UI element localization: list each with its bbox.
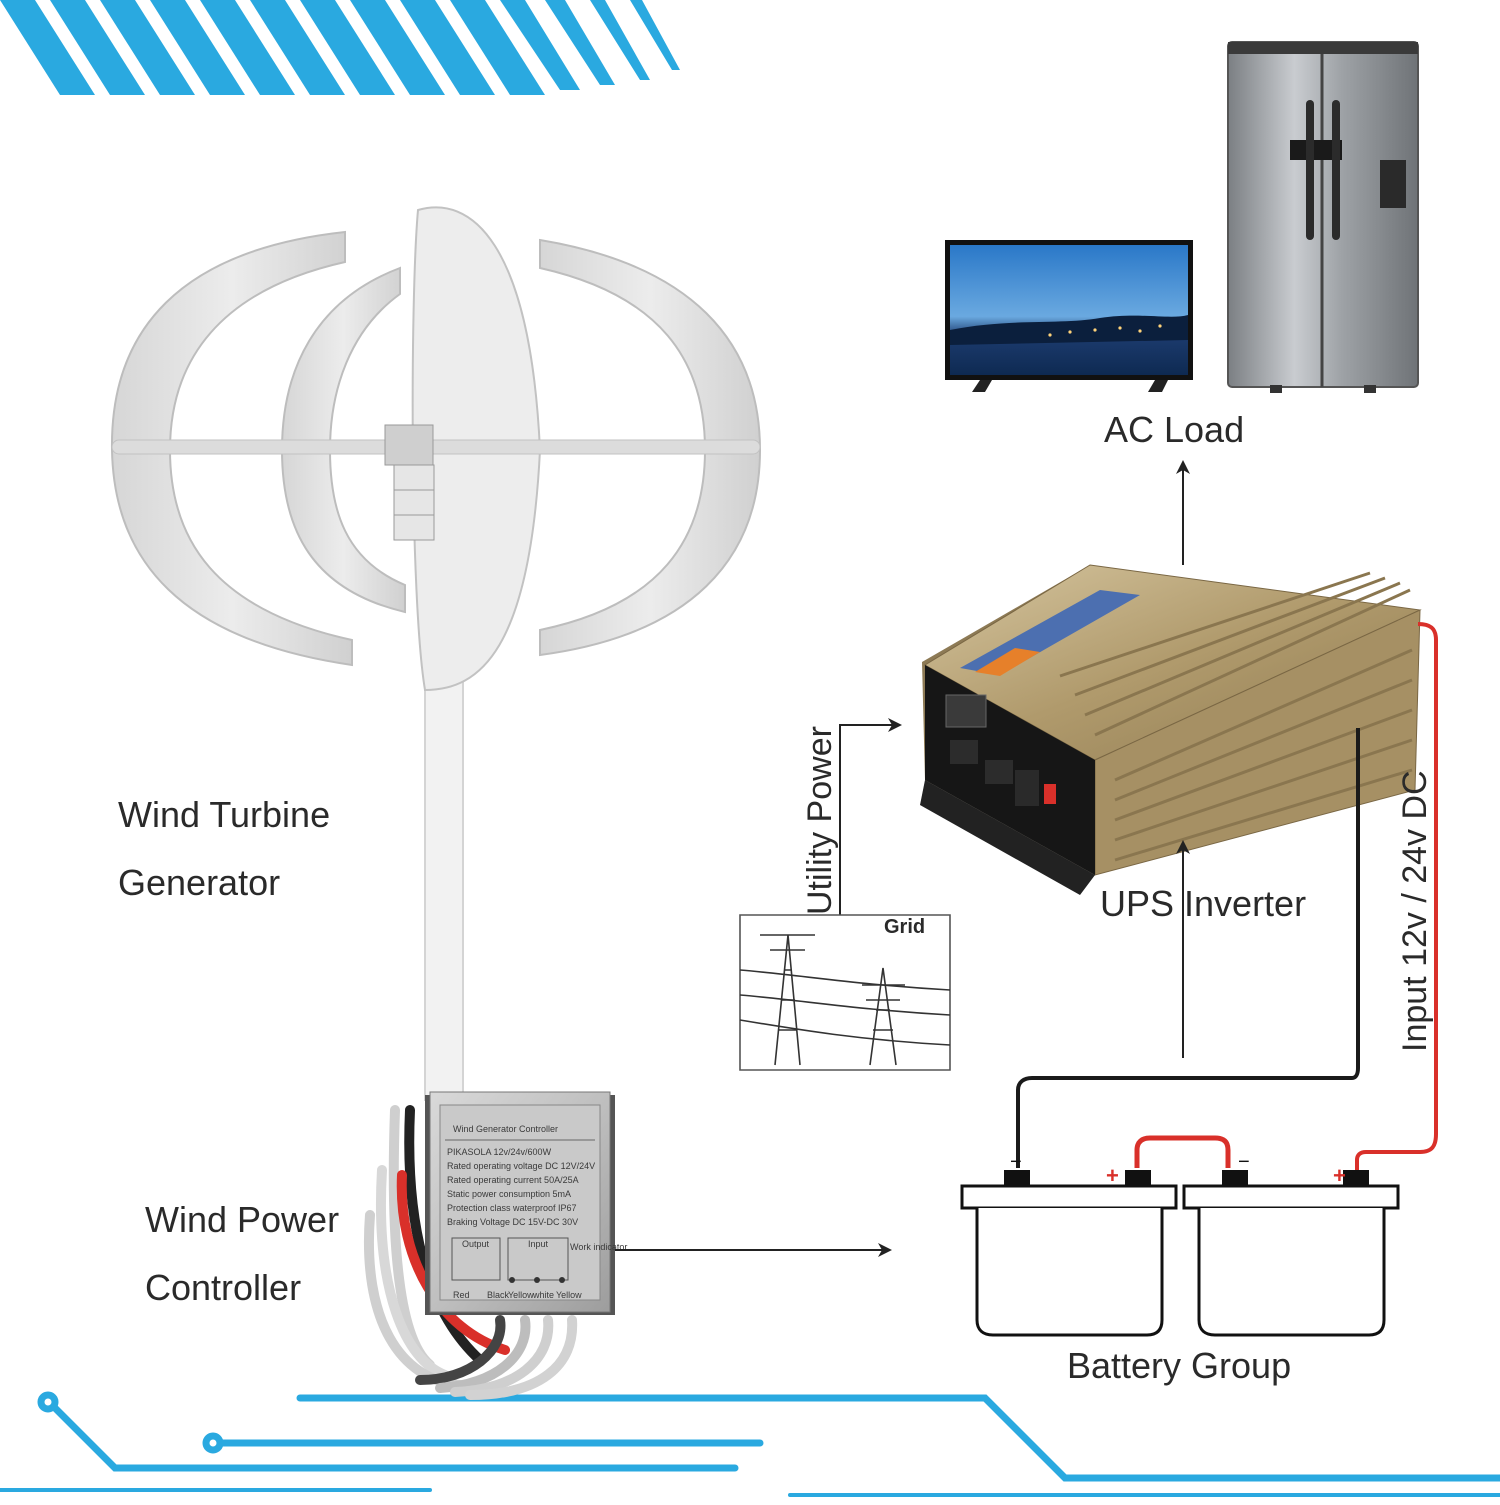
tv-illustration [945,240,1193,392]
positive-dc-wire [1355,622,1438,1170]
controller-plate-line: Protection class waterproof IP67 [447,1203,577,1213]
wind-controller-label-line1: Wind Power [145,1199,340,1240]
battery-terminal-positive: + [1333,1163,1346,1188]
battery-group-label: Battery Group [1067,1345,1292,1386]
battery-terminal-positive: + [1106,1163,1119,1188]
battery-group-illustration: − + − + [960,1151,1400,1337]
controller-plate-line: Static power consumption 5mA [447,1189,571,1199]
wind-turbine-illustration [110,206,762,1101]
controller-plate-line: Rated operating current 50A/25A [447,1175,579,1185]
arrow-grid-to-inverter [839,718,902,915]
battery-link-wire [1134,1135,1231,1168]
controller-wire-label: Yellow [556,1290,582,1300]
turbine-generator [393,464,435,541]
refrigerator-illustration [1227,41,1419,393]
battery-terminal-negative: − [1010,1151,1022,1173]
controller-label-plate [439,1104,601,1301]
controller-port-label: Output [462,1239,490,1249]
controller-port-label: Input [528,1239,549,1249]
battery-terminal-negative: − [1238,1151,1250,1173]
grid-label: Grid [884,916,926,938]
controller-plate-title: Wind Generator Controller [453,1124,558,1134]
turbine-arms [111,439,761,455]
turbine-blade-right-outer [539,238,762,657]
wind-turbine-label-line1: Wind Turbine [118,794,331,835]
negative-dc-wire [1016,728,1360,1168]
controller-wire-label: Black [487,1290,510,1300]
wind-controller-label-line2: Controller [145,1267,302,1308]
turbine-blade-left-outer [110,230,353,667]
ups-inverter-illustration [920,564,1422,895]
bottom-circuit-decoration [0,1391,1500,1497]
controller-port-label: Work indicator [570,1242,627,1252]
top-stripes-decoration [0,0,680,95]
wind-controller-illustration: Wind Generator Controller PIKASOLA 12v/2… [364,1091,627,1400]
ups-inverter-label: UPS Inverter [1100,883,1307,924]
input-dc-label: Input 12v / 24v DC [1396,770,1434,1052]
turbine-pole [424,659,464,1101]
controller-wire-label: Red [453,1290,470,1300]
controller-wire-label: Yellow [508,1290,534,1300]
controller-plate-line: Braking Voltage DC 15V-DC 30V [447,1217,578,1227]
controller-plate-line: Rated operating voltage DC 12V/24V [447,1161,595,1171]
controller-wire-label: white [532,1290,554,1300]
utility-power-label: Utility Power [801,726,839,915]
grid-illustration [739,914,951,1071]
controller-plate-line: PIKASOLA 12v/24v/600W [447,1147,552,1157]
turbine-blade-left-inner [280,266,406,614]
ac-load-label: AC Load [1104,409,1245,450]
wind-turbine-label-line2: Generator [118,862,281,903]
